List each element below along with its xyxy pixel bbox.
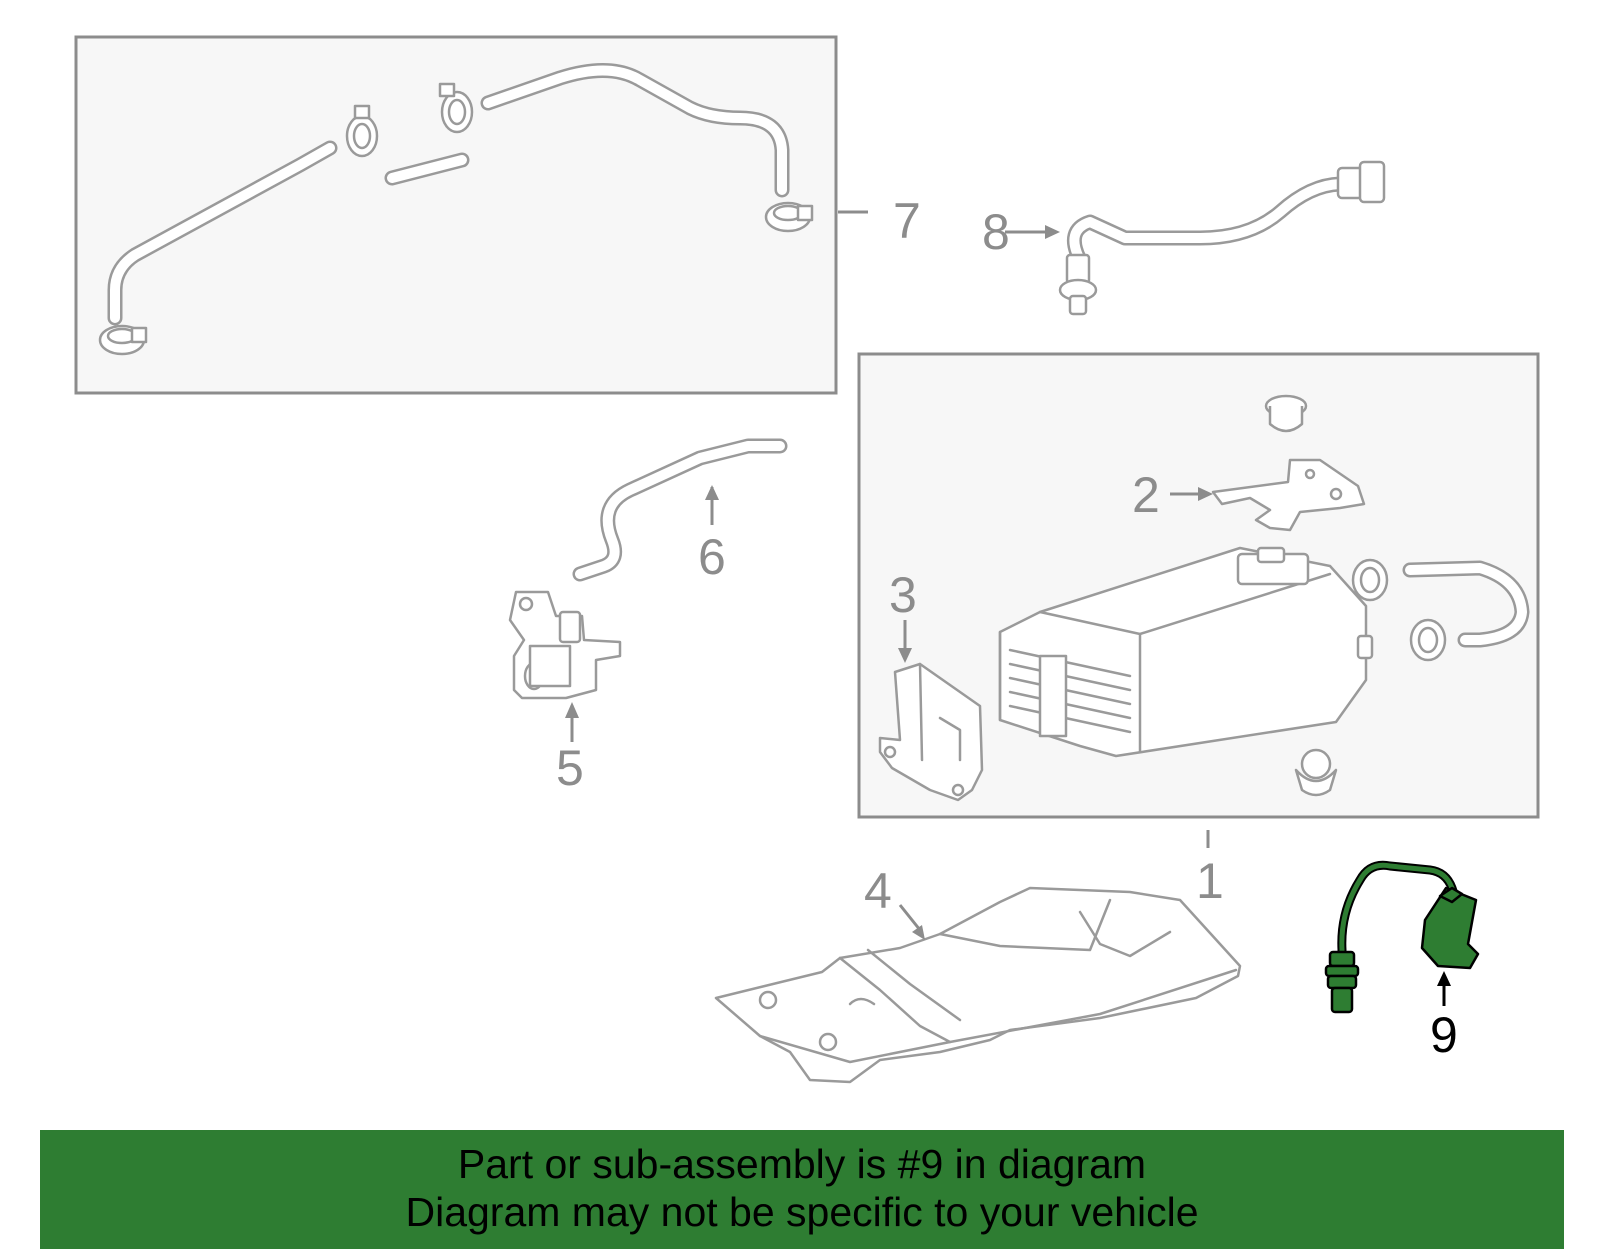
part-9-oxygen-sensor	[1324, 860, 1480, 1014]
group-box-7	[74, 35, 838, 395]
callout-4: 4	[864, 863, 892, 919]
part-2-bracket	[1211, 458, 1366, 532]
part-1-canister	[998, 546, 1374, 758]
callout-9: 9	[1430, 1007, 1458, 1063]
canister-end-cap	[1008, 648, 1132, 738]
part-6-hose	[572, 438, 788, 582]
callout-2: 2	[1132, 467, 1160, 523]
clamp	[764, 201, 814, 233]
grommet	[1264, 394, 1308, 433]
info-banner: Part or sub-assembly is #9 in diagram Di…	[40, 1130, 1564, 1249]
callout-8: 8	[982, 204, 1010, 260]
clamp	[438, 82, 474, 134]
clamp	[345, 104, 379, 158]
callout-7: 7	[893, 193, 921, 249]
clamp	[98, 324, 148, 356]
part-8-oxygen-sensor	[1058, 160, 1386, 316]
callout-5: 5	[556, 740, 584, 796]
part-4-cover	[714, 886, 1242, 1084]
part-3-bracket	[878, 662, 984, 802]
callout-6: 6	[698, 529, 726, 585]
part-7-hose-assembly	[98, 63, 814, 356]
banner-line-2: Diagram may not be specific to your vehi…	[405, 1189, 1199, 1235]
part-5-valve	[508, 590, 622, 700]
banner-line-1: Part or sub-assembly is #9 in diagram	[457, 1141, 1147, 1187]
callout-3: 3	[889, 567, 917, 623]
canister-hose	[1351, 558, 1530, 662]
grommet	[1294, 748, 1338, 797]
callout-1: 1	[1196, 853, 1224, 909]
